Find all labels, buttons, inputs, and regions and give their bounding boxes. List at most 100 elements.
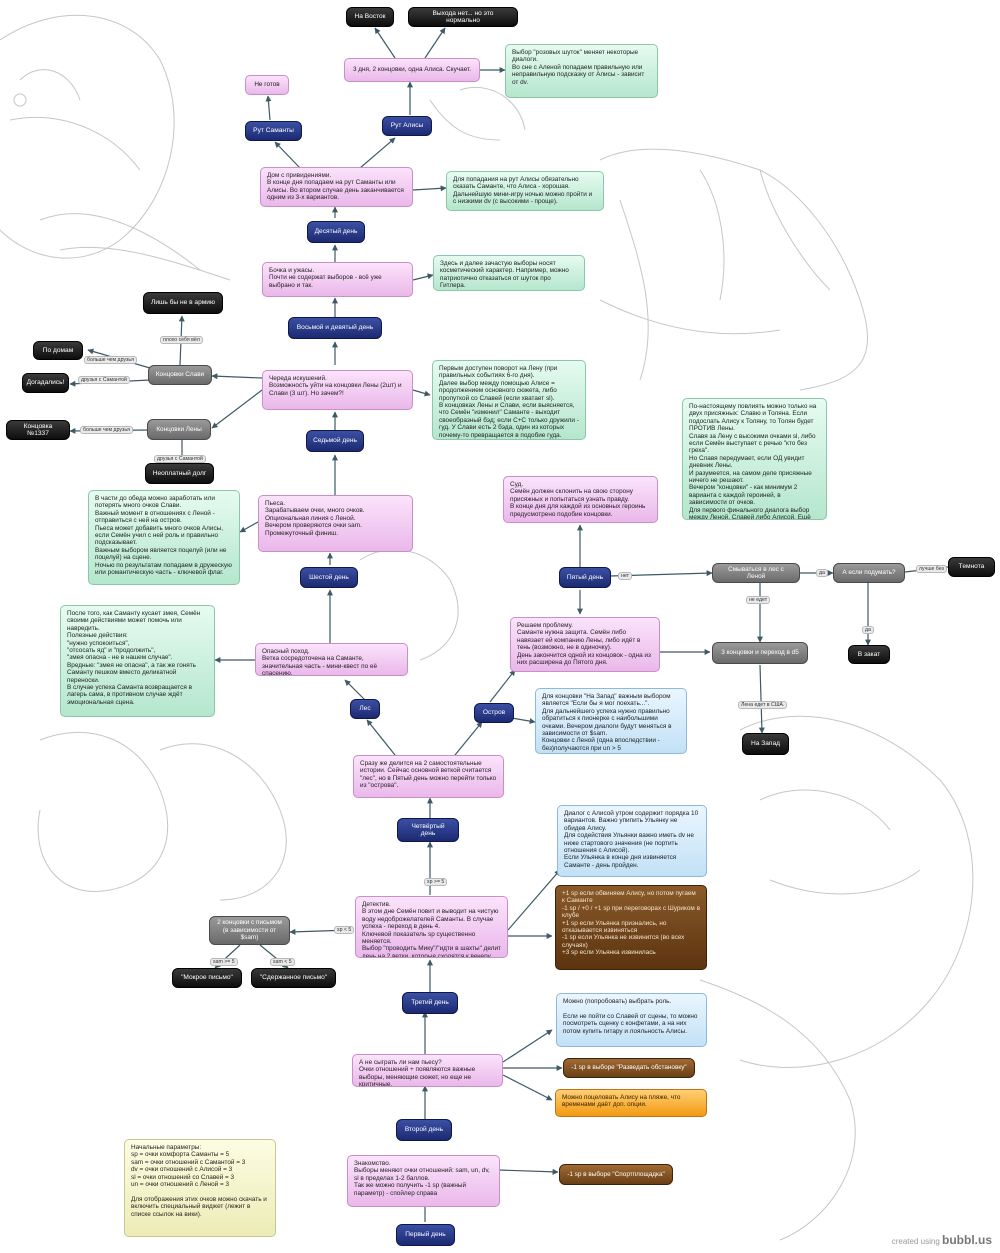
node-label: Второй день bbox=[404, 1126, 444, 1134]
edge-label-sp-gte5: sp >= 5 bbox=[424, 878, 448, 886]
node-temnota[interactable]: Темнота bbox=[948, 557, 995, 577]
node-mozhno-pocelovat[interactable]: Можно поцеловать Алису на пляже, что вре… bbox=[555, 1089, 707, 1117]
node-points-list[interactable]: +1 sp если обвиняем Алису, но потом пуга… bbox=[555, 885, 707, 970]
node-ne-gotov[interactable]: Не готов bbox=[245, 75, 289, 95]
node-label: В закат bbox=[857, 650, 881, 658]
node-bochka[interactable]: Бочка и ужасы. Почти не содержат выборов… bbox=[262, 262, 413, 297]
node-dogadalis[interactable]: Догадались! bbox=[22, 373, 69, 393]
node-vyhoda-net[interactable]: Выхода нет... но это нормально bbox=[408, 7, 518, 27]
node-mokroe-pismo[interactable]: "Мокрое письмо" bbox=[172, 968, 242, 988]
node-day-1[interactable]: Первый день bbox=[396, 1224, 455, 1246]
node-label: Седьмой день bbox=[313, 437, 357, 445]
node-label: Можно (попробовать) выбрать роль. Если н… bbox=[563, 998, 698, 1035]
node-label: Для попадания на рут Алисы обязательно с… bbox=[453, 176, 593, 206]
node-dialog-s-alisoy[interactable]: Диалог с Алисой утром содержит порядка 1… bbox=[557, 805, 707, 877]
node-day-7[interactable]: Седьмой день bbox=[306, 430, 364, 452]
node-label: Здесь и далее зачастую выборы носят косм… bbox=[440, 260, 569, 290]
node-day-2[interactable]: Второй день bbox=[396, 1119, 452, 1141]
node-label: Лес bbox=[359, 705, 371, 713]
node-ostrov[interactable]: Остров bbox=[474, 703, 514, 723]
node-label: 2 концовки с письмом (в зависимости от $… bbox=[217, 919, 282, 942]
node-zdes-i-dalee[interactable]: Здесь и далее зачастую выборы носят косм… bbox=[433, 255, 585, 291]
node-label: Рут Саманты bbox=[253, 127, 294, 135]
node-dve-koncovki[interactable]: 2 концовки с письмом (в зависимости от $… bbox=[209, 916, 290, 945]
watermark-text: created using bbox=[891, 1237, 940, 1246]
node-rut-alisy[interactable]: Рут Алисы bbox=[382, 116, 432, 136]
edge-label-sam-gte5: sam >= 5 bbox=[210, 958, 238, 966]
node-piesa[interactable]: Пьеса. Зарабатываем очки, много очков. О… bbox=[258, 495, 413, 552]
node-razvedat[interactable]: -1 sp в выборе "Разведать обстановку" bbox=[563, 1058, 695, 1078]
node-smyvatsya[interactable]: Смываться в лес с Леной bbox=[712, 563, 800, 583]
edge-label-sam-lt5: sam < 5 bbox=[270, 958, 295, 966]
node-koncovki-slavi[interactable]: Концовки Слави bbox=[148, 365, 212, 385]
node-label: Диалог с Алисой утром содержит порядка 1… bbox=[564, 810, 699, 869]
node-mozhno-vybrat[interactable]: Можно (попробовать) выбрать роль. Если н… bbox=[556, 993, 707, 1047]
node-a-ne-sygrat[interactable]: А не сыграть ли нам пьесу? Очки отношени… bbox=[352, 1054, 503, 1087]
node-label: Неоплатный долг bbox=[152, 469, 207, 477]
node-label: Начальные параметры: sp = очки комфорта … bbox=[131, 1144, 267, 1218]
edge-label-text: лучше без bbox=[919, 566, 944, 572]
edge-label-text: друзья с Самантой bbox=[81, 377, 127, 383]
node-label: Выбор "розовых шуток" меняет некоторые д… bbox=[512, 49, 645, 86]
node-dlya-koncovki[interactable]: Для концовки "На Запад" важным выбором я… bbox=[535, 688, 687, 754]
node-na-vostok[interactable]: На Восток bbox=[346, 7, 394, 27]
node-nachalnye[interactable]: Начальные параметры: sp = очки комфорта … bbox=[124, 1139, 276, 1237]
node-dom-s-privideniyami[interactable]: Дом с привидениями. В конце дня попадаем… bbox=[260, 167, 413, 207]
node-po-domam[interactable]: По домам bbox=[33, 341, 83, 360]
node-day-6[interactable]: Шестой день bbox=[300, 567, 358, 588]
node-label: Бочка и ужасы. Почти не содержат выборов… bbox=[269, 267, 382, 289]
node-les[interactable]: Лес bbox=[350, 699, 380, 719]
node-label: "Мокрое письмо" bbox=[181, 974, 233, 982]
node-label: А не сыграть ли нам пьесу? Очки отношени… bbox=[359, 1059, 476, 1087]
edge-label-sp-lt5: sp < 5 bbox=[334, 926, 355, 934]
node-po-nastoyaschemu[interactable]: По-настоящему повлиять можно только на д… bbox=[682, 398, 827, 520]
node-koncovki-leny[interactable]: Концовки Лены bbox=[147, 419, 211, 440]
node-label: +1 sp если обвиняем Алису, но потом пуга… bbox=[562, 890, 700, 957]
node-label: Концовки Слави bbox=[155, 371, 205, 379]
node-sportploshadka[interactable]: -1 sp в выборе "Спортплощадка" bbox=[559, 1164, 673, 1185]
node-label: Остров bbox=[482, 709, 506, 717]
node-alisa-3-days[interactable]: 3 дня, 2 концовки, одна Алиса. Скучает. bbox=[344, 58, 480, 82]
edge-label-text: не едет bbox=[749, 597, 768, 603]
edge-label-text: друзья с Самантой bbox=[157, 456, 203, 462]
edge-label-da: да bbox=[816, 569, 828, 577]
edge-label-text: больше чем друзья bbox=[87, 357, 134, 363]
node-opasny-pohod[interactable]: Опасный поход. Ветка сосредоточена на Са… bbox=[255, 643, 408, 676]
node-na-zapad[interactable]: На Запад bbox=[742, 733, 789, 755]
node-day-3[interactable]: Третий день bbox=[402, 992, 458, 1014]
node-znakomstvo[interactable]: Знакомство. Выборы меняют очки отношений… bbox=[347, 1155, 500, 1207]
node-sderzhannoe-pismo[interactable]: "Сдержанное письмо" bbox=[251, 968, 336, 988]
node-day-5[interactable]: Пятый день bbox=[559, 567, 611, 588]
node-lish-by[interactable]: Лишь бы не в армию bbox=[143, 292, 223, 314]
node-dlya-popadaniya[interactable]: Для попадания на рут Алисы обязательно с… bbox=[446, 171, 604, 211]
edge-label-druzya-2: друзья с Самантой bbox=[154, 455, 206, 463]
node-label: Шестой день bbox=[309, 573, 349, 581]
node-reshaem[interactable]: Решаем проблему. Саманте нужна защита. С… bbox=[510, 617, 660, 672]
node-neoplatny-dolg[interactable]: Неоплатный долг bbox=[145, 463, 214, 484]
edge-label-text: да bbox=[865, 627, 871, 633]
node-posle-togo[interactable]: После того, как Саманту кусает змея, Сем… bbox=[60, 605, 215, 717]
node-day-10[interactable]: Десятый день bbox=[307, 221, 365, 243]
edge-label-text: больше чем друзья bbox=[83, 427, 130, 433]
node-tri-koncovki[interactable]: 3 концовки и переход в d5 bbox=[712, 642, 808, 664]
node-v-zakat[interactable]: В закат bbox=[848, 645, 890, 664]
node-label: Темнота bbox=[958, 563, 985, 571]
node-srazu-zhe[interactable]: Сразу же делится на 2 самостоятельные ис… bbox=[353, 755, 504, 798]
node-label: 3 концовки и переход в d5 bbox=[721, 649, 799, 657]
node-detektiv[interactable]: Детектив. В этом дне Семён повит и вывод… bbox=[355, 896, 508, 958]
node-label: Концовка №1337 bbox=[23, 422, 53, 437]
watermark-brand: bubbl.us bbox=[942, 1233, 992, 1247]
node-sud[interactable]: Суд. Семён должен склонить на свою сторо… bbox=[503, 476, 658, 523]
node-label: По домам bbox=[42, 346, 74, 354]
node-pervym-dostupen[interactable]: Первым доступен поворот на Лену (при пра… bbox=[432, 360, 586, 440]
node-a-esli[interactable]: А если подумать? bbox=[833, 563, 905, 583]
node-rut-samanty[interactable]: Рут Саманты bbox=[245, 121, 302, 141]
node-koncovka-1337[interactable]: Концовка №1337 bbox=[6, 420, 70, 440]
node-rozovye-shutki[interactable]: Выбор "розовых шуток" меняет некоторые д… bbox=[505, 44, 658, 98]
node-day-4[interactable]: Четвёртый день bbox=[397, 818, 459, 842]
node-chereda[interactable]: Череда искушений. Возможность уйти на ко… bbox=[262, 370, 413, 410]
node-label: 3 дня, 2 концовки, одна Алиса. Скучает. bbox=[352, 66, 472, 74]
node-v-chasti[interactable]: В части до обеда можно заработать или по… bbox=[88, 490, 240, 585]
node-day-8-9[interactable]: Восьмой и девятый день bbox=[288, 317, 382, 339]
edge-label-net: нет bbox=[618, 572, 632, 580]
